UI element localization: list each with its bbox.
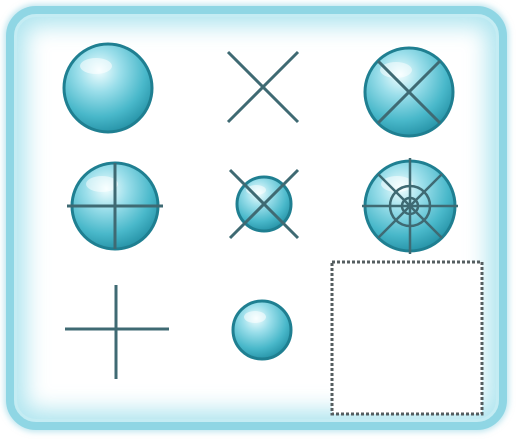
dot-icon[interactable] bbox=[230, 298, 294, 362]
small-circle-x-icon[interactable] bbox=[222, 162, 306, 246]
x-cross-icon[interactable] bbox=[222, 46, 304, 128]
empty-square-icon[interactable] bbox=[330, 260, 484, 416]
circle-plus-icon[interactable] bbox=[62, 158, 168, 254]
circle-target-icon[interactable] bbox=[356, 154, 464, 258]
circle-icon[interactable] bbox=[58, 38, 158, 138]
plus-icon[interactable] bbox=[62, 282, 172, 382]
circle-x-icon[interactable] bbox=[356, 42, 462, 142]
